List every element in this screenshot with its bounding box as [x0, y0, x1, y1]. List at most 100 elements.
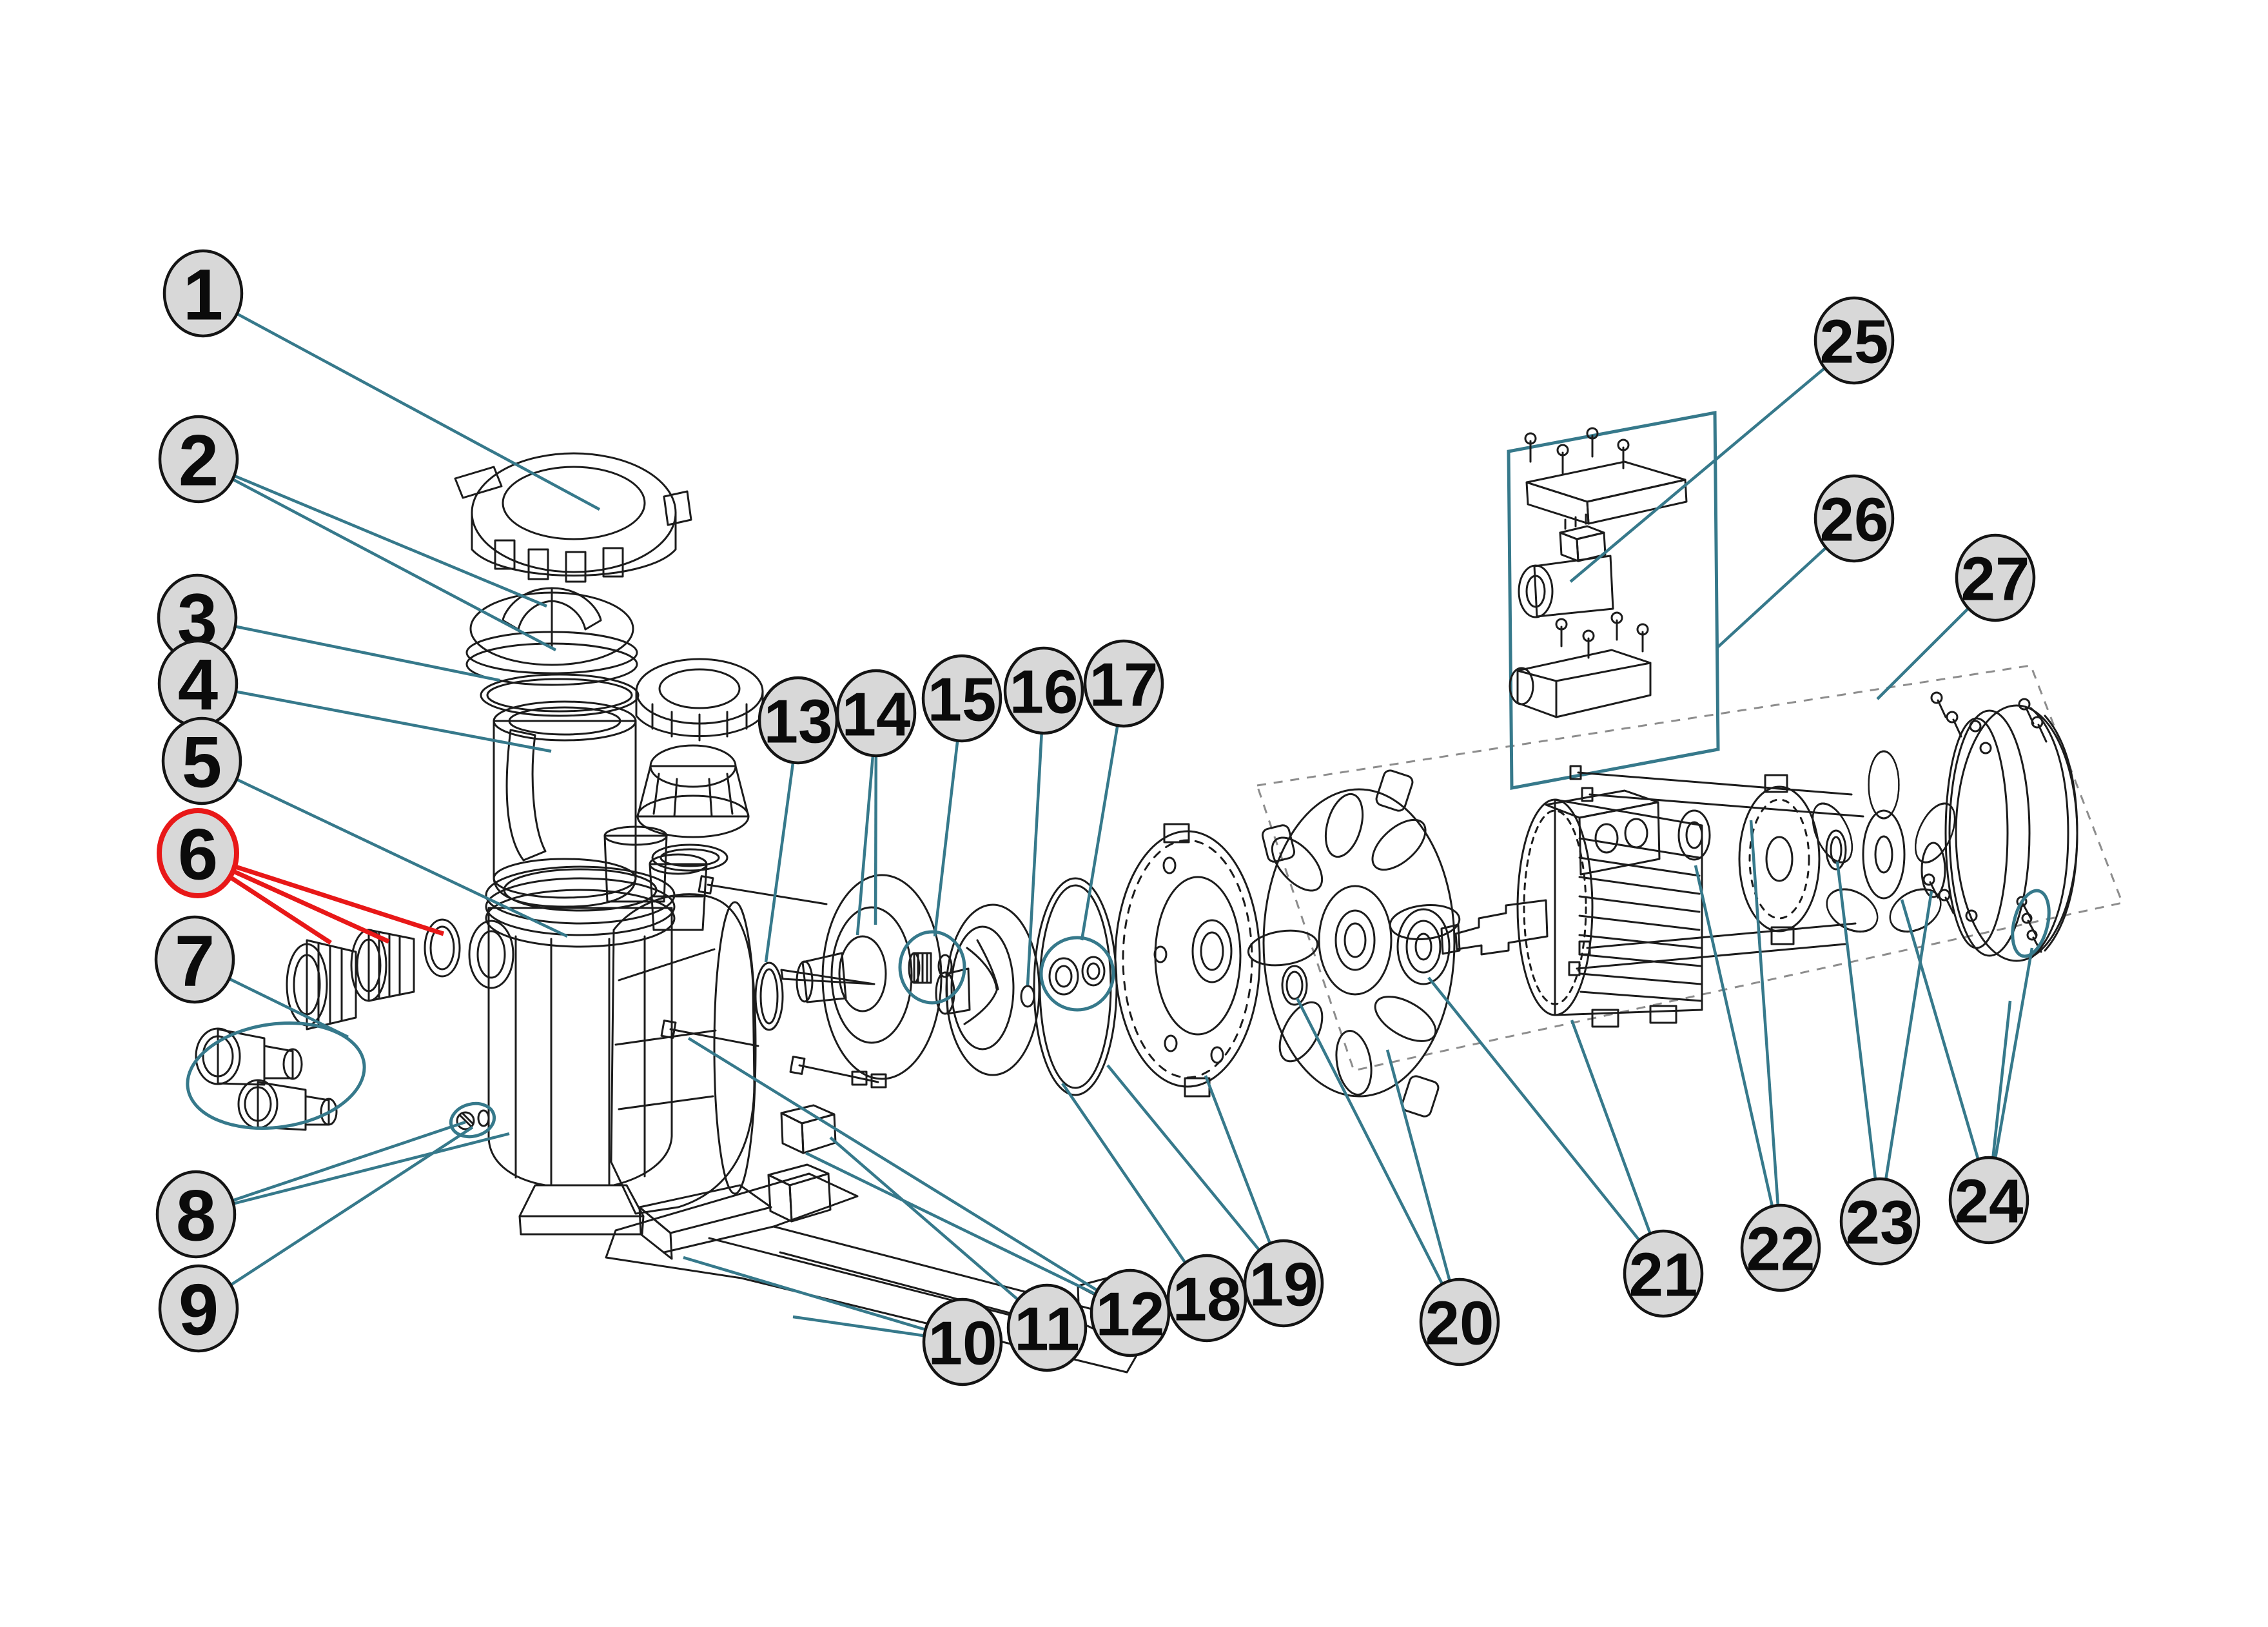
balloon-number: 15	[928, 666, 997, 735]
balloon-number: 18	[1173, 1265, 1242, 1334]
callout-balloon-5[interactable]: 5	[161, 716, 242, 805]
callout-balloon-17[interactable]: 17	[1083, 639, 1164, 728]
balloon-number: 6	[178, 814, 218, 894]
balloon-circle	[158, 415, 239, 504]
fan-cover-drawing	[1944, 704, 2078, 962]
balloon-circle	[1948, 1156, 2029, 1245]
leader-line-10-1	[792, 1315, 924, 1337]
callout-balloon-14[interactable]: 14	[836, 669, 917, 758]
seal-plate-drawing	[1114, 823, 1261, 1098]
wave-washer-drawing	[1825, 829, 1847, 871]
leader-line-21-1	[1570, 1020, 1652, 1234]
callout-balloon-9[interactable]: 9	[158, 1264, 239, 1353]
discharge-union-nut-drawing	[635, 658, 764, 742]
leader-line-4-0	[236, 690, 552, 753]
discharge-oring-drawing	[651, 843, 728, 872]
balloon-circle	[158, 1264, 239, 1353]
lock-ring-drawing	[454, 452, 692, 583]
balloon-number: 26	[1820, 486, 1889, 555]
leader-line-24-1	[1991, 1000, 2012, 1158]
balloon-number: 20	[1425, 1289, 1494, 1358]
front-bearing-drawing	[1396, 908, 1451, 985]
callout-balloon-19[interactable]: 19	[1243, 1239, 1324, 1328]
callout-balloon-4[interactable]: 4	[157, 639, 239, 728]
callout-balloon-16[interactable]: 16	[1003, 646, 1084, 735]
balloon-circle	[154, 915, 235, 1004]
leader-line-15-0	[933, 741, 959, 937]
balloon-circle	[1813, 296, 1895, 385]
leader-line-6-1	[233, 869, 390, 944]
balloon-circle	[1243, 1239, 1324, 1328]
callout-balloon-11[interactable]: 11	[1006, 1283, 1088, 1372]
drain-plug-drawing	[456, 1109, 490, 1130]
balloon-number: 22	[1746, 1215, 1815, 1284]
callout-balloon-20[interactable]: 20	[1419, 1277, 1500, 1366]
leader-line-17-0	[1080, 726, 1119, 941]
callout-balloon-25[interactable]: 25	[1813, 296, 1895, 385]
balloon-circle	[1839, 1177, 1921, 1266]
callout-balloon-10[interactable]: 10	[922, 1297, 1003, 1386]
leader-line-23-1	[1884, 891, 1933, 1179]
leader-line-6-2	[235, 864, 445, 936]
leader-line-12-0	[805, 1151, 1096, 1296]
leader-line-1-0	[237, 313, 601, 511]
leader-line-11-0	[829, 1136, 1019, 1301]
callout-balloon-8[interactable]: 8	[155, 1170, 237, 1259]
callout-balloon-24[interactable]: 24	[1948, 1156, 2029, 1245]
balloon-number: 27	[1961, 545, 2030, 614]
leader-line-14-1	[874, 756, 878, 925]
callout-balloon-2[interactable]: 2	[158, 415, 239, 504]
callout-balloon-26[interactable]: 26	[1813, 474, 1895, 563]
casing-bolt-drawing	[660, 875, 879, 1083]
motor-flange-drawing	[1247, 769, 1461, 1118]
callout-balloon-23[interactable]: 23	[1839, 1177, 1921, 1266]
tie-bolt-drawing	[1568, 765, 1864, 976]
callout-balloon-15[interactable]: 15	[921, 654, 1002, 743]
callout-balloon-13[interactable]: 13	[758, 676, 839, 765]
callout-balloon-18[interactable]: 18	[1166, 1254, 1247, 1343]
hose-adapters-group-circle	[186, 1021, 366, 1130]
lid-oring-drawing	[480, 673, 640, 717]
balloon-number: 8	[176, 1175, 216, 1256]
mechanical-seal-drawing	[1048, 956, 1106, 996]
balloon-circle-highlighted	[157, 808, 239, 898]
terminal-block-drawing	[1559, 513, 1607, 562]
balloon-circle	[1083, 639, 1164, 728]
balloon-circle	[1623, 1229, 1704, 1318]
callout-balloon-12[interactable]: 12	[1090, 1268, 1171, 1357]
capacitor-kit-box	[1507, 410, 1720, 791]
balloon-circle	[1740, 1203, 1821, 1292]
discharge-union-cone-drawing	[636, 744, 750, 838]
balloon-number: 10	[928, 1309, 997, 1378]
balloon-circle	[1419, 1277, 1500, 1366]
leader-line-18-0	[1061, 1082, 1186, 1263]
strainer-tank-drawing	[424, 825, 676, 1236]
pump-volute-drawing	[610, 853, 772, 1260]
drain-plug-group-circle	[449, 1101, 496, 1139]
leader-line-19-1	[1204, 1075, 1271, 1243]
callout-balloon-22[interactable]: 22	[1740, 1203, 1821, 1292]
callout-balloon-27[interactable]: 27	[1955, 533, 2036, 622]
callout-balloon-7[interactable]: 7	[154, 915, 235, 1004]
motor-assembly-dashed-box	[1256, 664, 2124, 1072]
callout-balloon-21[interactable]: 21	[1623, 1229, 1704, 1318]
balloon-number: 14	[842, 680, 911, 749]
leader-line-7-0	[229, 978, 349, 1039]
balloon-circle	[1955, 533, 2036, 622]
balloon-circle	[1006, 1283, 1088, 1372]
leader-line-6-0	[229, 875, 332, 945]
cover-screws-drawing	[1922, 691, 2048, 953]
balloon-number: 23	[1846, 1188, 1915, 1257]
balloon-circle	[1090, 1268, 1171, 1357]
balloon-number: 25	[1820, 308, 1889, 377]
balloon-number: 2	[179, 420, 219, 500]
callout-balloon-1[interactable]: 1	[162, 249, 244, 338]
balloon-number: 4	[178, 644, 218, 725]
callout-balloon-6[interactable]: 6	[157, 808, 239, 898]
balloon-number: 1	[183, 254, 223, 335]
balloon-number: 7	[175, 920, 215, 1001]
balloon-circle	[836, 669, 917, 758]
fan-drawing	[1812, 750, 1956, 933]
leader-line-24-0	[1900, 899, 1980, 1159]
